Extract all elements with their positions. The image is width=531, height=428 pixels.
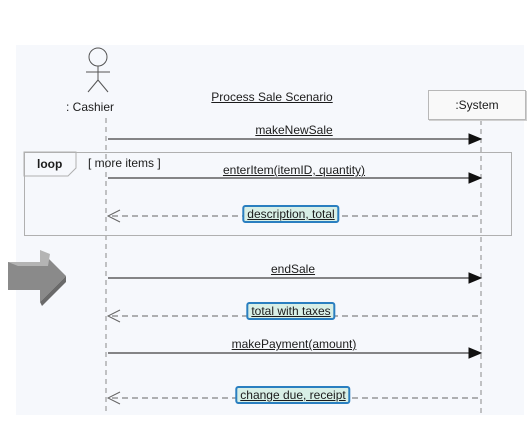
open-arrowhead-icon — [106, 209, 121, 223]
open-arrowhead-icon — [106, 391, 121, 405]
return-label: total with taxes — [246, 302, 336, 320]
arrowhead-icon — [468, 272, 483, 284]
system-lifeline-box: :System — [428, 90, 526, 120]
loop-operator-label: loop — [37, 157, 63, 171]
message-label: makeNewSale — [255, 123, 333, 137]
message-label: endSale — [270, 262, 316, 276]
message-label: makePayment(amount) — [231, 337, 357, 351]
return-label: description, total — [242, 205, 340, 223]
pointer-arrow-icon — [8, 250, 66, 306]
arrowhead-icon — [468, 133, 483, 145]
arrowhead-icon — [468, 347, 483, 359]
arrowhead-icon — [468, 172, 483, 184]
return-label: change due, receipt — [235, 386, 351, 404]
cashier-actor-icon — [86, 47, 110, 93]
loop-guard-label: [ more items ] — [88, 156, 161, 170]
cashier-label: : Cashier — [66, 100, 115, 114]
open-arrowhead-icon — [106, 309, 121, 323]
message-label: enterItem(itemID, quantity) — [222, 163, 366, 177]
loop-frame: loop — [24, 152, 512, 236]
system-label: :System — [455, 98, 499, 112]
diagram-title: Process Sale Scenario — [211, 90, 333, 104]
